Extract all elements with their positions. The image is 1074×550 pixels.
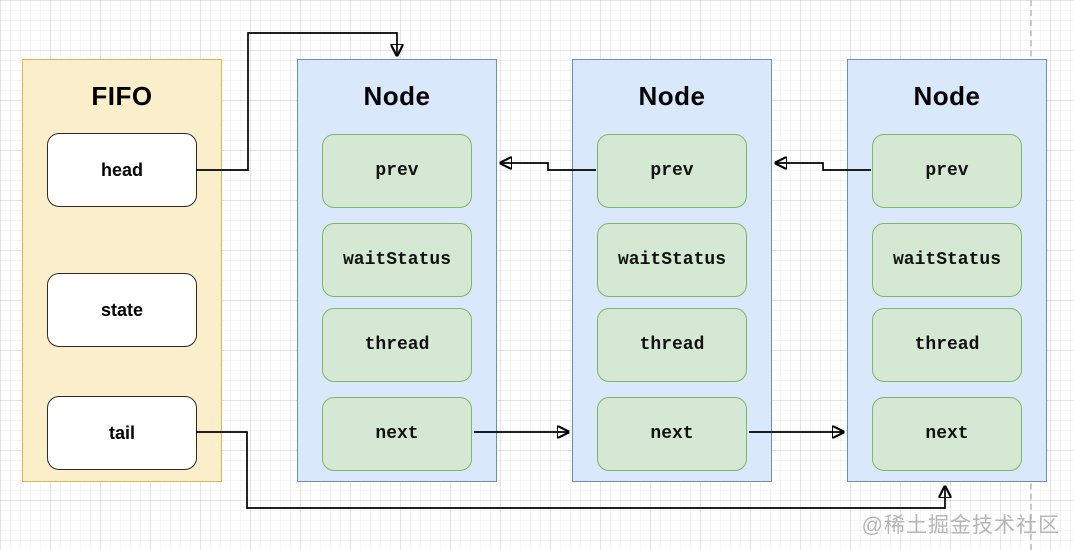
node3-field-waitstatus: waitStatus xyxy=(872,223,1022,297)
node1-field-prev: prev xyxy=(322,134,472,208)
node1-title: Node xyxy=(363,81,431,111)
fifo-field-head-label: head xyxy=(100,159,143,180)
fifo-field-state-label: state xyxy=(100,299,144,320)
node2-title: Node xyxy=(638,81,706,111)
node2-field-next: next xyxy=(597,397,747,471)
node1-field-next: next xyxy=(322,397,472,471)
node3-field-thread: thread xyxy=(872,308,1022,382)
fifo-field-tail-label: tail xyxy=(108,422,135,443)
node3-field-thread-label: thread xyxy=(914,335,980,355)
fifo-title: FIFO xyxy=(91,81,153,111)
node3-title: Node xyxy=(913,81,981,111)
node3-field-next: next xyxy=(872,397,1022,471)
fifo-panel: FIFO head state tail xyxy=(22,59,222,482)
node3-field-waitstatus-label: waitStatus xyxy=(892,250,1002,270)
node2-field-thread-label: thread xyxy=(639,335,705,355)
node1-field-next-label: next xyxy=(375,424,419,444)
node3-field-prev-label: prev xyxy=(925,161,969,181)
node1-field-thread: thread xyxy=(322,308,472,382)
node2-field-next-label: next xyxy=(650,424,694,444)
node2-field-prev: prev xyxy=(597,134,747,208)
fifo-field-head: head xyxy=(47,133,197,207)
fifo-field-state: state xyxy=(47,273,197,347)
node1-field-waitstatus-label: waitStatus xyxy=(342,250,452,270)
node2-field-waitstatus: waitStatus xyxy=(597,223,747,297)
node-panel-2: Node prev waitStatus thread next xyxy=(572,59,772,482)
node2-field-prev-label: prev xyxy=(650,161,694,181)
node3-field-prev: prev xyxy=(872,134,1022,208)
node1-field-waitstatus: waitStatus xyxy=(322,223,472,297)
node-panel-1: Node prev waitStatus thread next xyxy=(297,59,497,482)
node1-field-thread-label: thread xyxy=(364,335,430,355)
fifo-field-tail: tail xyxy=(47,396,197,470)
node3-field-next-label: next xyxy=(925,424,969,444)
node1-field-prev-label: prev xyxy=(375,161,419,181)
node2-field-waitstatus-label: waitStatus xyxy=(617,250,727,270)
watermark-text: @稀土掘金技术社区 xyxy=(861,514,1060,537)
node2-field-thread: thread xyxy=(597,308,747,382)
node-panel-3: Node prev waitStatus thread next xyxy=(847,59,1047,482)
